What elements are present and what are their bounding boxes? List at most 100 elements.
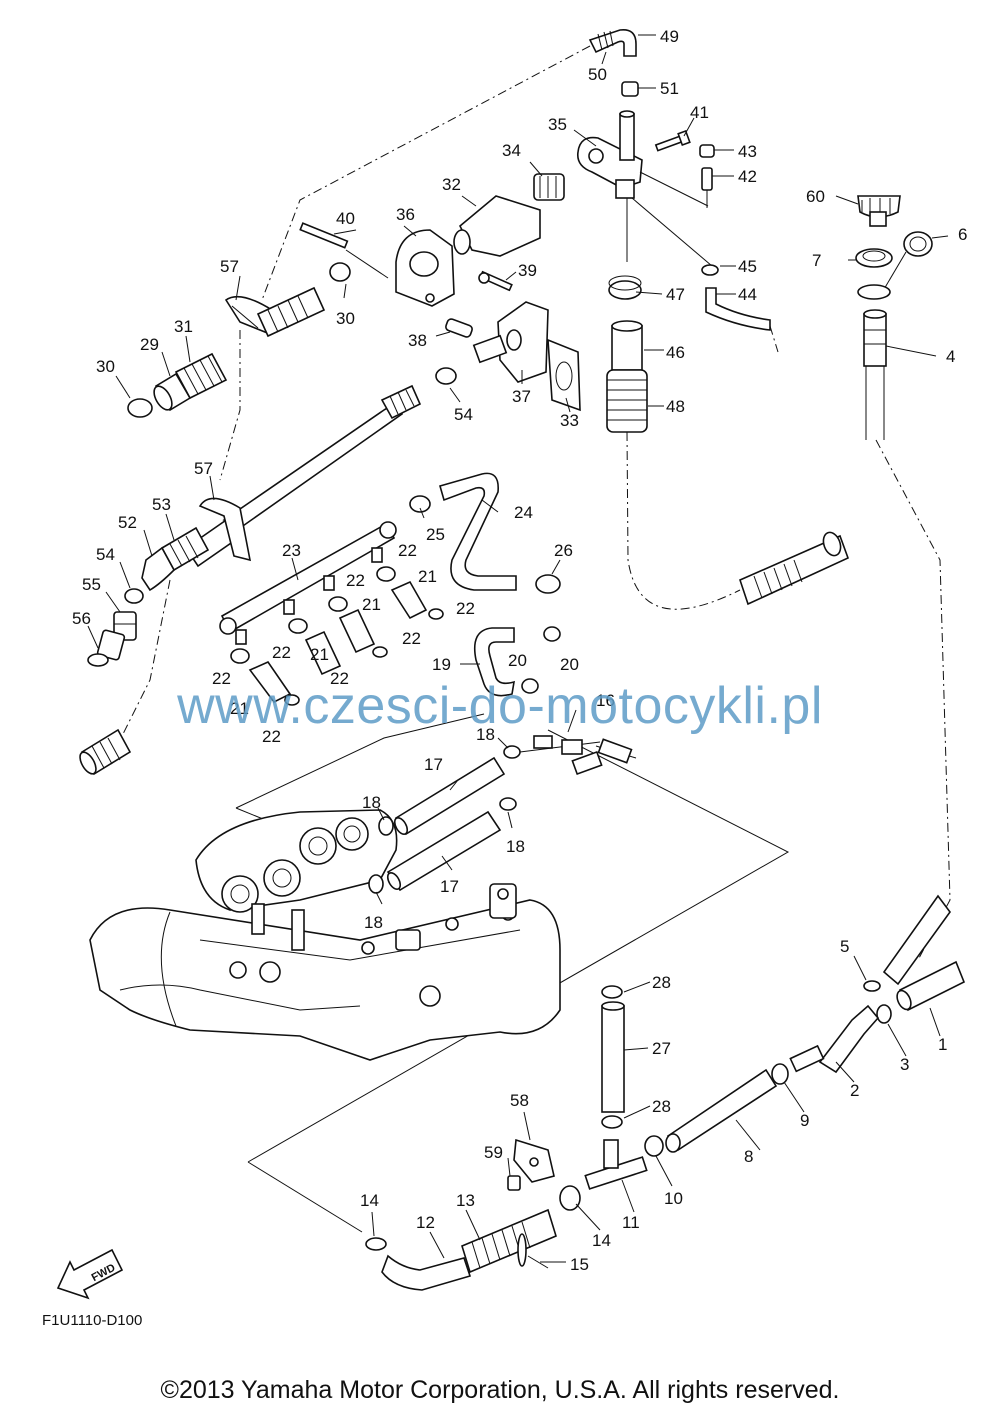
hose-19 (473, 627, 515, 697)
callout-15: 15 (570, 1255, 589, 1274)
housing-35 (576, 110, 713, 267)
leader-lines (87, 34, 949, 1263)
cap-51 (621, 81, 639, 97)
clamp-20-b (521, 678, 539, 694)
callout-22-b: 22 (346, 571, 365, 590)
fwd-arrow-icon: FWD (56, 1248, 124, 1300)
ring-4-seal (857, 284, 891, 300)
callout-30-left: 30 (96, 357, 115, 376)
clamp-22-f (372, 646, 388, 658)
pin-38 (445, 318, 473, 338)
callout-34: 34 (502, 141, 521, 160)
callout-5: 5 (840, 937, 849, 956)
callout-1: 1 (938, 1035, 947, 1054)
callout-13: 13 (456, 1191, 475, 1210)
clamp-28-bottom (601, 1115, 623, 1129)
callout-30-right: 30 (336, 309, 355, 328)
housing-36 (395, 229, 455, 307)
callout-51: 51 (660, 79, 679, 98)
callout-12: 12 (416, 1213, 435, 1232)
callout-42: 42 (738, 167, 757, 186)
bolt-59 (507, 1175, 521, 1191)
cap-22-a (230, 648, 250, 664)
callout-22-a: 22 (398, 541, 417, 560)
callout-27: 27 (652, 1039, 671, 1058)
hose-49 (261, 28, 637, 301)
callout-45: 45 (738, 257, 757, 276)
callout-56: 56 (72, 609, 91, 628)
housing-32 (453, 195, 541, 257)
fitting-34 (533, 173, 565, 201)
callout-4: 4 (946, 347, 955, 366)
hose-12 (381, 1254, 472, 1291)
callout-46: 46 (666, 343, 685, 362)
callout-14-right: 14 (592, 1231, 611, 1250)
callout-60: 60 (806, 187, 825, 206)
bolt-42 (701, 167, 713, 208)
hose-27 (601, 1001, 625, 1113)
callout-3: 3 (900, 1055, 909, 1074)
callout-35: 35 (548, 115, 567, 134)
callout-37: 37 (512, 387, 531, 406)
y-joint-2 (789, 1004, 880, 1074)
cylinder-head-ports (195, 809, 398, 951)
callout-25: 25 (426, 525, 445, 544)
callout-10: 10 (664, 1189, 683, 1208)
clamp-30-left (127, 398, 153, 418)
callout-54-lower: 54 (96, 545, 115, 564)
callout-44: 44 (738, 285, 757, 304)
callout-32: 32 (442, 175, 461, 194)
exhaust-manifold (89, 883, 561, 1061)
hose-52 (141, 546, 175, 592)
callout-11: 11 (622, 1213, 640, 1232)
callout-55: 55 (82, 575, 101, 594)
callout-7: 7 (812, 251, 821, 270)
clamp-30-right (329, 262, 351, 282)
callout-21-c: 21 (310, 645, 329, 664)
bellows-hose-lower (739, 531, 850, 606)
callout-22-f: 22 (212, 669, 231, 688)
clamp-3 (876, 1004, 892, 1024)
hose-21-d (390, 580, 428, 620)
callout-52: 52 (118, 513, 137, 532)
clamp-26 (535, 574, 561, 594)
bellows-13 (461, 1208, 557, 1274)
bellows-48 (606, 369, 741, 610)
hose-21-b (304, 630, 342, 676)
hose-1 (896, 960, 966, 1012)
bolt-39 (478, 270, 513, 292)
callout-17-a: 17 (424, 755, 443, 774)
clamp-54-lower (124, 588, 144, 604)
callout-28-a: 28 (652, 973, 671, 992)
clamp-14-left (365, 1237, 387, 1251)
callout-23: 23 (282, 541, 301, 560)
hose-21-c (338, 608, 376, 654)
bolt-41 (654, 129, 691, 152)
clamp-18-b (378, 816, 394, 836)
callout-labels: 49 50 51 41 35 43 42 34 32 36 40 60 6 7 … (72, 27, 967, 1274)
callout-58: 58 (510, 1091, 529, 1110)
hose-24 (439, 472, 517, 591)
gasket-33 (547, 338, 581, 412)
hose-46 (611, 320, 643, 371)
callout-54-upper: 54 (454, 405, 473, 424)
callout-40: 40 (336, 209, 355, 228)
hose-8 (665, 1068, 778, 1153)
housing-37 (472, 301, 549, 383)
callout-29: 29 (140, 335, 159, 354)
clamp-28-top (601, 985, 623, 999)
fitting-16 (533, 735, 633, 776)
clamp-47 (608, 275, 642, 300)
fitting-56 (87, 629, 126, 667)
diagram-code: F1U1110-D100 (42, 1312, 143, 1329)
hose-44 (705, 287, 779, 353)
callout-20-a: 20 (508, 651, 527, 670)
ring-45 (701, 264, 719, 276)
clamp-14-right (559, 1185, 581, 1211)
callout-18-b: 18 (362, 793, 381, 812)
callout-16: 16 (596, 691, 615, 710)
callout-49: 49 (660, 27, 679, 46)
callout-6: 6 (958, 225, 967, 244)
callout-28-b: 28 (652, 1097, 671, 1116)
callout-20-b: 20 (560, 655, 579, 674)
